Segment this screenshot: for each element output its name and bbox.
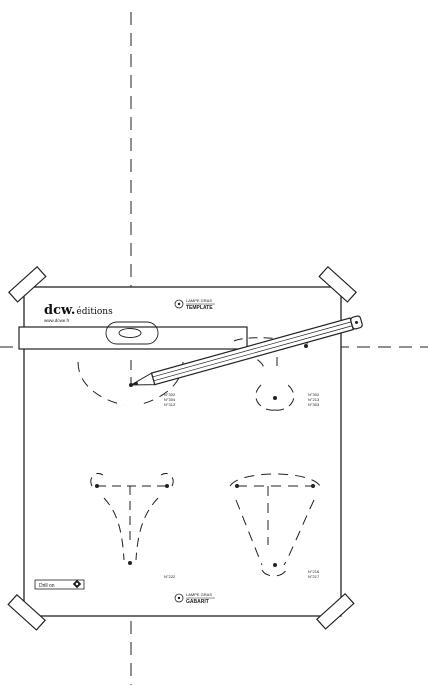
svg-text:N°217: N°217	[308, 574, 320, 579]
lamp-icon	[174, 299, 184, 309]
lamp-icon	[174, 593, 184, 603]
drill-on-button[interactable]: Drill on	[34, 579, 85, 590]
lamp-outline-3	[90, 472, 174, 561]
svg-text:N°216: N°216	[308, 569, 320, 574]
labels-right-top: N°302 N°213 N°303	[308, 392, 320, 407]
svg-text:TEMPLATE: TEMPLATE	[186, 305, 213, 311]
spirit-level	[18, 321, 248, 350]
bottom-badge: LAMPE GRAS GABARIT	[174, 592, 215, 605]
svg-text:GABARIT: GABARIT	[186, 599, 209, 605]
labels-center-left: N°302 N°304 N°312	[164, 392, 176, 407]
svg-text:N°303: N°303	[308, 402, 320, 407]
corner-tape-top-right	[318, 265, 357, 303]
svg-text:Drill on: Drill on	[39, 583, 55, 589]
corner-tape-top-left	[8, 265, 47, 303]
labels-bottom-right: N°216 N°217	[308, 569, 320, 579]
svg-text:N°213: N°213	[308, 397, 320, 402]
corner-tape-bottom-left	[7, 593, 46, 631]
label-bottom-left: N°222	[164, 574, 176, 579]
svg-text:LAMPE GRAS: LAMPE GRAS	[186, 298, 212, 303]
level-bubble	[105, 321, 159, 345]
brand-logo: dcw.éditions	[44, 303, 113, 318]
pencil	[129, 315, 363, 386]
svg-text:N°304: N°304	[164, 397, 176, 402]
top-badge: LAMPE GRAS TEMPLATE	[174, 298, 215, 311]
svg-text:N°302: N°302	[164, 392, 176, 397]
brand-url: www.dcwe.fr	[44, 318, 70, 323]
corner-tape-bottom-right	[316, 592, 355, 630]
svg-text:N°312: N°312	[164, 402, 176, 407]
svg-text:LAMPE GRAS: LAMPE GRAS	[186, 592, 212, 597]
svg-text:N°302: N°302	[308, 392, 320, 397]
lamp-outline-4	[229, 473, 321, 577]
